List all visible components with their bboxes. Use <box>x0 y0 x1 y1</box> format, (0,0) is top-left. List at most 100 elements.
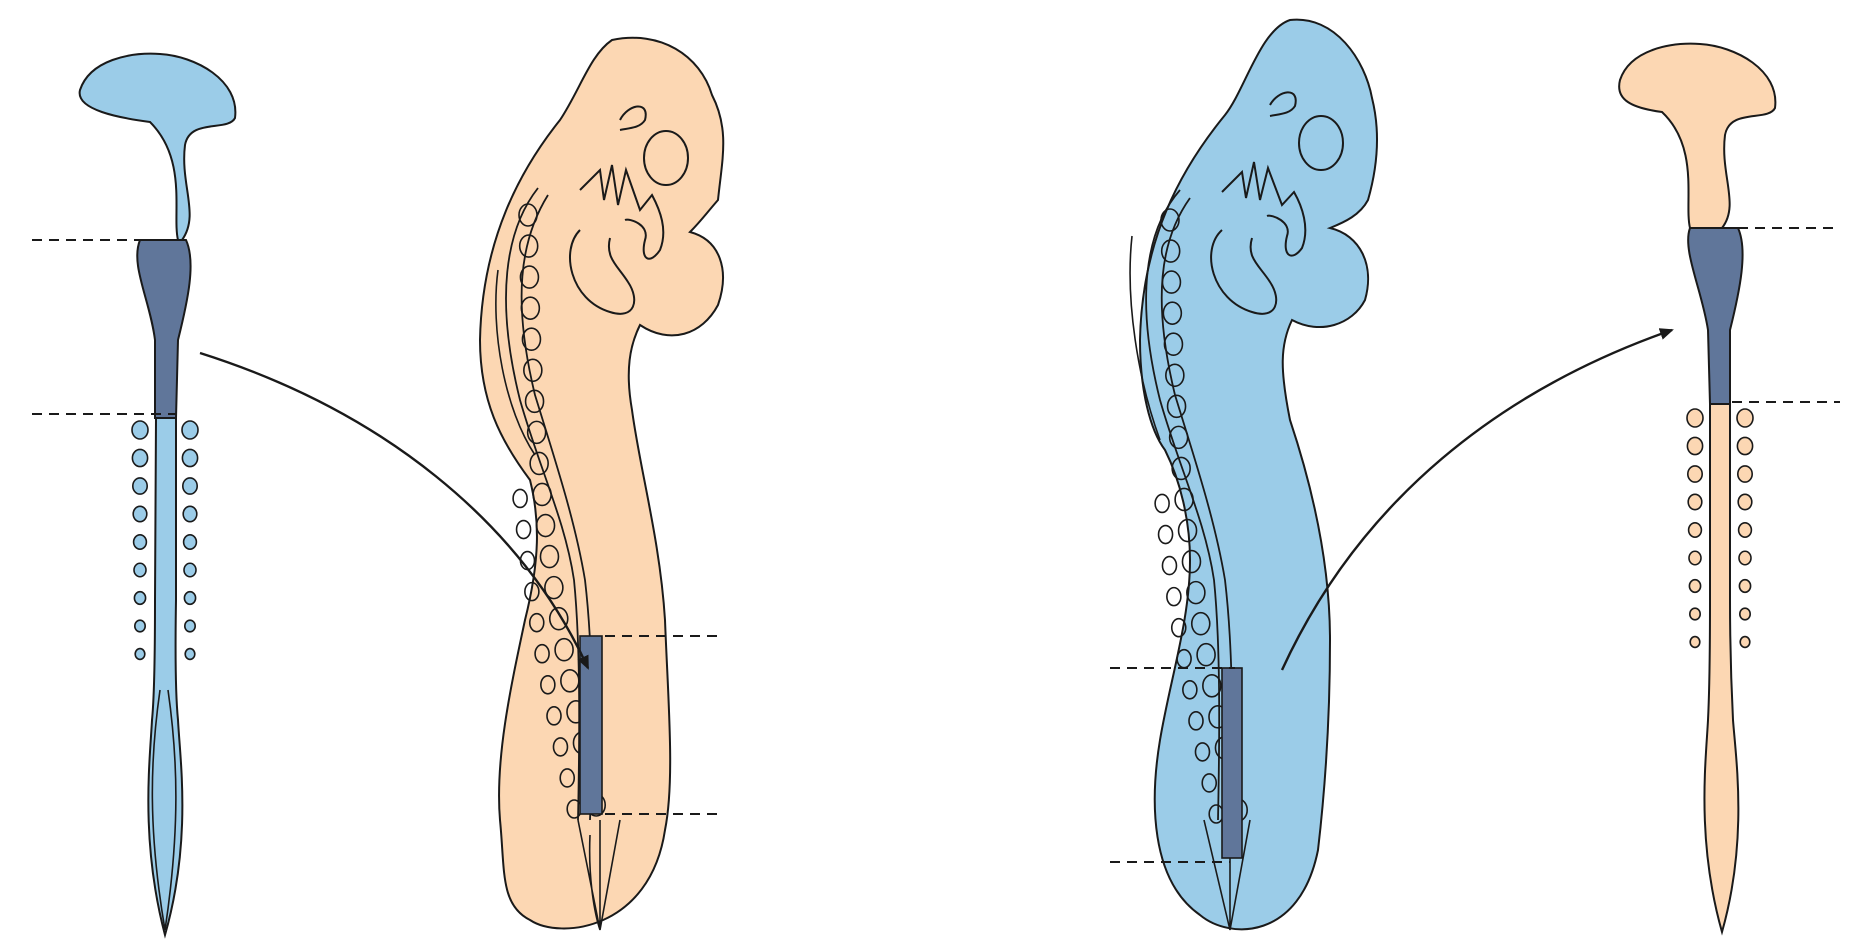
somite <box>520 296 541 320</box>
somite <box>1171 456 1191 481</box>
left-donor-neural-tube <box>32 52 237 939</box>
somite <box>519 265 540 289</box>
right-embryo-heart <box>1210 229 1278 315</box>
somite <box>1738 550 1752 566</box>
somite <box>1687 493 1703 511</box>
somite <box>546 706 562 726</box>
somite <box>181 420 199 440</box>
somite <box>1736 408 1754 428</box>
right-tube-spinal-cord <box>1703 403 1740 936</box>
right-embryo-back-contour <box>1129 235 1161 441</box>
somite <box>518 234 539 258</box>
somite <box>1165 363 1185 388</box>
somite <box>559 768 576 788</box>
left-embryo-body <box>478 36 725 930</box>
left-host-embryo <box>478 36 725 931</box>
somite <box>548 606 569 631</box>
somite <box>1160 208 1180 232</box>
left-tube-graft-region <box>136 239 192 419</box>
somite <box>134 619 147 633</box>
somite <box>1163 332 1184 357</box>
somite <box>1194 742 1211 762</box>
left-tube-brain-head <box>78 52 237 241</box>
somite <box>534 643 550 664</box>
right-embryo-eye <box>1298 115 1344 171</box>
somite <box>1737 521 1753 538</box>
somite <box>182 477 199 495</box>
somite <box>1177 518 1198 543</box>
somite <box>1166 394 1187 419</box>
somite <box>524 581 540 602</box>
graft-arrow-right <box>1280 328 1674 671</box>
somite <box>1736 436 1754 456</box>
somite <box>1166 586 1182 607</box>
somite <box>1154 493 1170 514</box>
left-embryo-tail-lines <box>577 819 621 931</box>
somite <box>1202 673 1222 698</box>
somite <box>1739 635 1751 649</box>
somite <box>1174 487 1194 512</box>
somite <box>131 420 149 440</box>
somite <box>182 533 198 550</box>
somite <box>1737 465 1754 483</box>
left-embryo-eye <box>643 130 689 186</box>
somite <box>535 513 556 538</box>
somite <box>1688 578 1702 594</box>
somite <box>184 647 196 661</box>
left-embryo-back-contour <box>495 269 536 456</box>
right-embryo-graft-segment <box>1221 667 1243 859</box>
somite <box>539 544 560 569</box>
somite <box>512 488 528 509</box>
somite <box>1190 611 1211 636</box>
somite <box>183 562 197 578</box>
somite <box>1737 493 1753 511</box>
somite <box>1687 465 1704 483</box>
somite <box>1186 580 1206 605</box>
somite <box>528 612 545 633</box>
somite <box>529 451 549 476</box>
left-embryo-heart <box>569 229 636 315</box>
somite <box>1181 549 1202 574</box>
somite <box>523 358 543 383</box>
somite <box>1739 607 1752 621</box>
somite <box>1688 550 1702 566</box>
left-tube-tail-line <box>151 689 177 931</box>
somite <box>554 637 574 662</box>
somite <box>1182 679 1198 700</box>
left-embryo-graft-segment <box>579 635 603 815</box>
somite <box>515 519 532 540</box>
somite <box>132 505 148 523</box>
right-embryo-pharyngeal-arches <box>1221 161 1307 257</box>
somite <box>131 448 149 468</box>
somite <box>1188 711 1204 731</box>
graft-arrow-left <box>199 351 590 670</box>
right-embryo-ear <box>1269 91 1297 117</box>
somite <box>1687 521 1703 538</box>
right-tube-graft-region <box>1687 227 1744 405</box>
somite <box>1168 425 1189 450</box>
somite <box>1160 239 1181 263</box>
right-tube-brain-head <box>1618 42 1777 229</box>
somite <box>521 327 542 352</box>
somite <box>1170 617 1187 638</box>
somite <box>1157 524 1174 545</box>
somite <box>1161 270 1182 294</box>
somite <box>1162 301 1183 325</box>
somite <box>552 737 569 757</box>
left-tube-somites <box>131 420 199 661</box>
somite <box>133 590 147 606</box>
somite <box>1738 578 1752 594</box>
somite <box>1686 408 1704 428</box>
somite <box>1201 773 1218 793</box>
right-host-neural-tube <box>1618 42 1840 936</box>
somite <box>182 505 198 523</box>
somite <box>518 203 538 227</box>
somite <box>544 575 564 600</box>
somite <box>540 674 556 695</box>
somite <box>532 482 552 507</box>
somite <box>133 562 147 578</box>
somite <box>1196 642 1216 667</box>
somite <box>1689 635 1701 649</box>
right-donor-embryo <box>1110 18 1378 931</box>
